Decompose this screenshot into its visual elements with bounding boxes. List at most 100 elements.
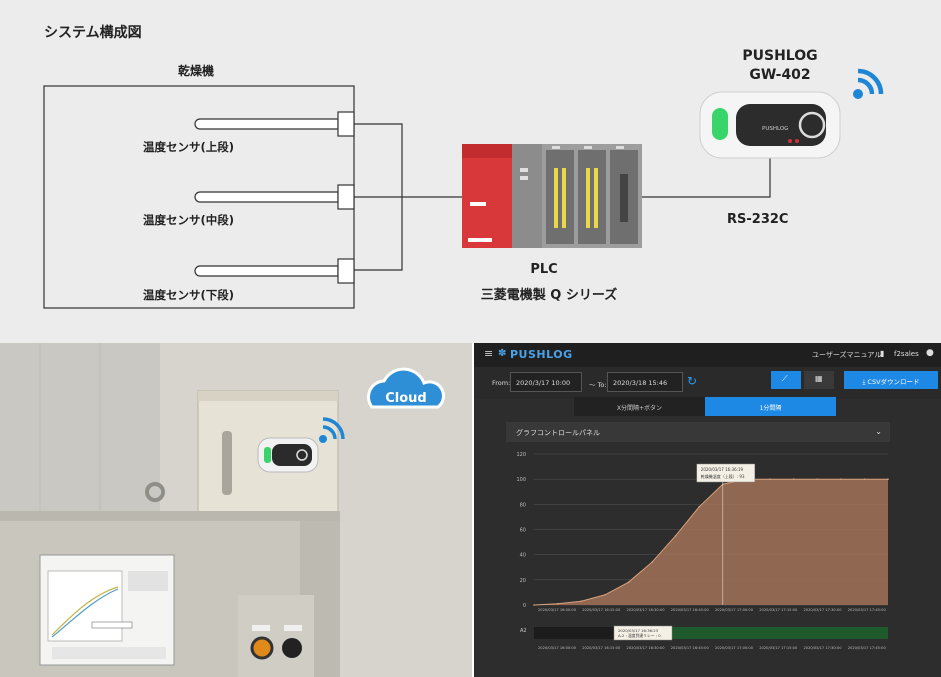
photo-scene [0, 343, 472, 677]
data-point [840, 478, 842, 480]
cloud-label: Cloud [385, 391, 427, 406]
x-tick-label: 2020/03/17 17:00:00 [715, 608, 754, 612]
y-tick-label: 80 [520, 502, 526, 508]
pushlog-device: PUSHLOG [699, 91, 841, 159]
sensor-probe-middle [194, 184, 355, 210]
area-series [534, 479, 888, 605]
wifi-icon [853, 68, 884, 99]
csv-download-label: CSVダウンロード [867, 378, 920, 386]
series-line [533, 478, 888, 606]
x-tick-label: 2020/03/17 16:30:00 [627, 608, 666, 612]
tooltip-label: 乾燥機温度（上段）: 93 [701, 473, 745, 479]
line-chart-button[interactable]: ⟋ [771, 371, 801, 389]
tab-one-minute[interactable]: 1分間隔 [705, 397, 836, 416]
rs232c-label: RS-232C [727, 212, 789, 227]
line-chart-icon: ⟋ [782, 374, 788, 383]
strip-on-segment [672, 627, 888, 639]
app-header [474, 343, 941, 367]
table-view-button[interactable]: ▦ [804, 371, 834, 389]
data-point [816, 478, 818, 480]
from-date-input[interactable]: 2020/3/17 10:00 [510, 372, 582, 392]
plc-sub-label: 三菱電機製 Q シリーズ [480, 288, 618, 303]
installation-photo: Cloud [0, 343, 472, 677]
sensor-label-middle: 温度センサ(中段) [143, 213, 235, 227]
strip-x-tick-label: 2020/03/17 16:30:00 [627, 646, 666, 650]
data-point [792, 478, 795, 480]
y-tick-label: 60 [520, 528, 526, 534]
y-tick-label: 40 [520, 553, 526, 559]
chevron-down-icon: ⌄ [875, 427, 882, 436]
device-logo-text: PUSHLOG [762, 126, 788, 132]
x-tick-label: 2020/03/17 17:45:00 [848, 608, 887, 612]
x-tick-label: 2020/03/17 17:30:00 [804, 608, 843, 612]
data-point [580, 600, 582, 603]
tab-interval-button[interactable]: X分間隔+ボタン [574, 397, 705, 416]
download-icon: ⤓ [862, 378, 868, 386]
data-point [674, 534, 677, 537]
diagram-lines: PUSHLOG [43, 68, 884, 309]
tooltip-time: 2020/03/17 16:36:19 [701, 467, 744, 472]
data-point [651, 561, 653, 564]
strip-x-tick-label: 2020/03/17 17:15:00 [759, 646, 798, 650]
strip-x-tick-label: 2020/03/17 17:30:00 [804, 646, 843, 650]
data-point [769, 478, 771, 480]
brand-logo: PUSHLOG [510, 348, 573, 361]
x-tick-label: 2020/03/17 16:15:00 [582, 608, 621, 612]
table-icon: ▦ [815, 374, 823, 383]
strip-label: A2 [520, 628, 527, 634]
data-point [533, 604, 535, 606]
strip-x-tick-label: 2020/03/17 16:45:00 [671, 646, 710, 650]
book-icon: ▮ [880, 349, 885, 358]
strip-x-tick-label: 2020/03/17 17:45:00 [848, 646, 887, 650]
data-point [863, 478, 866, 480]
y-tick-label: 100 [516, 477, 526, 483]
plc-unit [462, 144, 642, 248]
y-tick-label: 20 [520, 578, 526, 584]
data-point [604, 594, 606, 596]
y-tick-label: 0 [523, 603, 526, 609]
menu-icon[interactable]: ≡ [484, 347, 494, 360]
photo-pushlog-device [257, 437, 319, 473]
sensor-label-upper: 温度センサ(上段) [143, 140, 235, 154]
x-tick-label: 2020/03/17 16:00:00 [538, 608, 577, 612]
strip-tooltip-label: A-2 : 温度到達リレー : 0 [618, 633, 661, 638]
cloud-icon [367, 367, 445, 409]
x-tick-label: 2020/03/17 17:15:00 [759, 608, 798, 612]
photo-wifi-icon [319, 417, 345, 443]
strip-tooltip [613, 625, 673, 641]
plc-label: PLC [530, 262, 558, 277]
strip-x-tick-label: 2020/03/17 16:15:00 [582, 646, 621, 650]
chart-tooltip [696, 463, 756, 483]
pushlog-dashboard: ≡ ✽ PUSHLOG ユーザーズマニュアル ▮ f2sales ● From:… [474, 343, 941, 677]
temperature-chart: 0 20 40 60 80 100 120 2020/03/17 16:36:19乾燥機温度（… [516, 452, 889, 650]
from-label: From: [492, 379, 511, 387]
paw-icon: ✽ [498, 348, 507, 359]
data-point [698, 506, 700, 508]
graph-control-label: グラフコントロールパネル [516, 429, 600, 437]
data-point [556, 602, 559, 605]
strip-x-tick-label: 2020/03/17 16:00:00 [538, 646, 577, 650]
user-name[interactable]: f2sales [894, 350, 919, 358]
diagram-title: システム構成図 [44, 25, 142, 41]
x-tick-label: 2020/03/17 16:45:00 [671, 608, 710, 612]
pushlog-name: PUSHLOG [742, 48, 818, 64]
pushlog-model: GW-402 [749, 67, 811, 83]
sensor-probe-upper [194, 111, 355, 137]
y-tick-label: 120 [516, 452, 526, 458]
data-point [887, 478, 889, 480]
sensor-probe-lower [194, 258, 355, 284]
to-label: 〜 To: [589, 381, 607, 389]
strip-tooltip-time: 2020/03/17 16:36:23 [618, 628, 659, 633]
user-manual-link[interactable]: ユーザーズマニュアル [812, 351, 882, 359]
to-date-input[interactable]: 2020/3/18 15:46 [607, 372, 683, 392]
dryer-label: 乾燥機 [178, 64, 215, 78]
strip-x-tick-label: 2020/03/17 17:00:00 [715, 646, 754, 650]
refresh-icon[interactable]: ↻ [687, 374, 698, 388]
system-diagram: PUSHLOG システム構成図 乾燥機 温度センサ(上段) 温度センサ(中段) … [0, 0, 941, 343]
sensor-label-lower: 温度センサ(下段) [143, 288, 235, 302]
csv-download-button[interactable]: ⤓ CSVダウンロード [844, 371, 938, 389]
account-icon[interactable]: ● [926, 348, 934, 358]
sensor-wiring [354, 123, 462, 271]
data-point [627, 581, 630, 584]
graph-control-panel[interactable]: グラフコントロールパネル ⌄ [506, 422, 890, 442]
